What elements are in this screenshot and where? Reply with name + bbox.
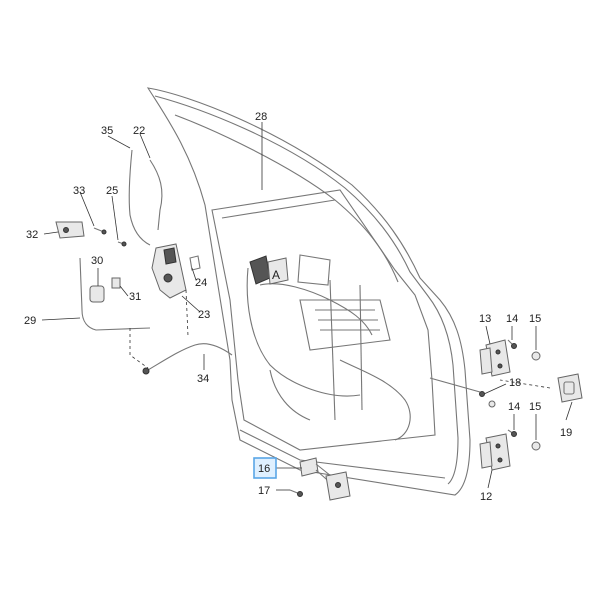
window-regulator [246,254,411,441]
highlight-box [253,457,277,479]
lock-cables [128,149,163,246]
bracket [55,221,85,239]
callout-25: 25 [106,185,118,197]
callout-labels: 28 35 22 33 25 32 30 24 31 23 29 34 13 1… [24,111,572,503]
callout-24: 24 [195,277,207,289]
callout-16: 16 [258,463,270,475]
panel-a-label: A [272,268,280,282]
handle-rod [79,257,151,331]
hinge-fasteners [507,339,541,451]
door-check [299,457,351,501]
upper-hinge [479,339,511,377]
door-lock-assembly [151,243,201,299]
leader-lines [41,122,573,491]
callout-22: 22 [133,125,145,137]
callout-34: 34 [197,373,209,385]
callout-15-upper: 15 [529,313,541,325]
striker [557,373,583,403]
callout-17: 17 [258,485,270,497]
callout-28: 28 [255,111,267,123]
callout-15-lower: 15 [529,401,541,413]
callout-31: 31 [129,291,141,303]
screws-left [93,227,127,247]
callout-14-lower: 14 [508,401,520,413]
door-frame [146,87,471,496]
callout-33: 33 [73,185,85,197]
panel-a: A [249,255,289,285]
callout-23: 23 [198,309,210,321]
cable-34 [142,343,233,375]
lower-hinge [479,433,511,471]
callout-35: 35 [101,125,113,137]
callout-12: 12 [480,491,492,503]
callout-18: 18 [509,377,521,389]
callout-13: 13 [479,313,491,325]
bolt-17 [289,489,303,497]
callout-29: 29 [24,315,36,327]
callout-19: 19 [560,427,572,439]
bolt-18 [429,377,496,408]
callout-30: 30 [91,255,103,267]
callout-32: 32 [26,229,38,241]
callout-14-upper: 14 [506,313,518,325]
